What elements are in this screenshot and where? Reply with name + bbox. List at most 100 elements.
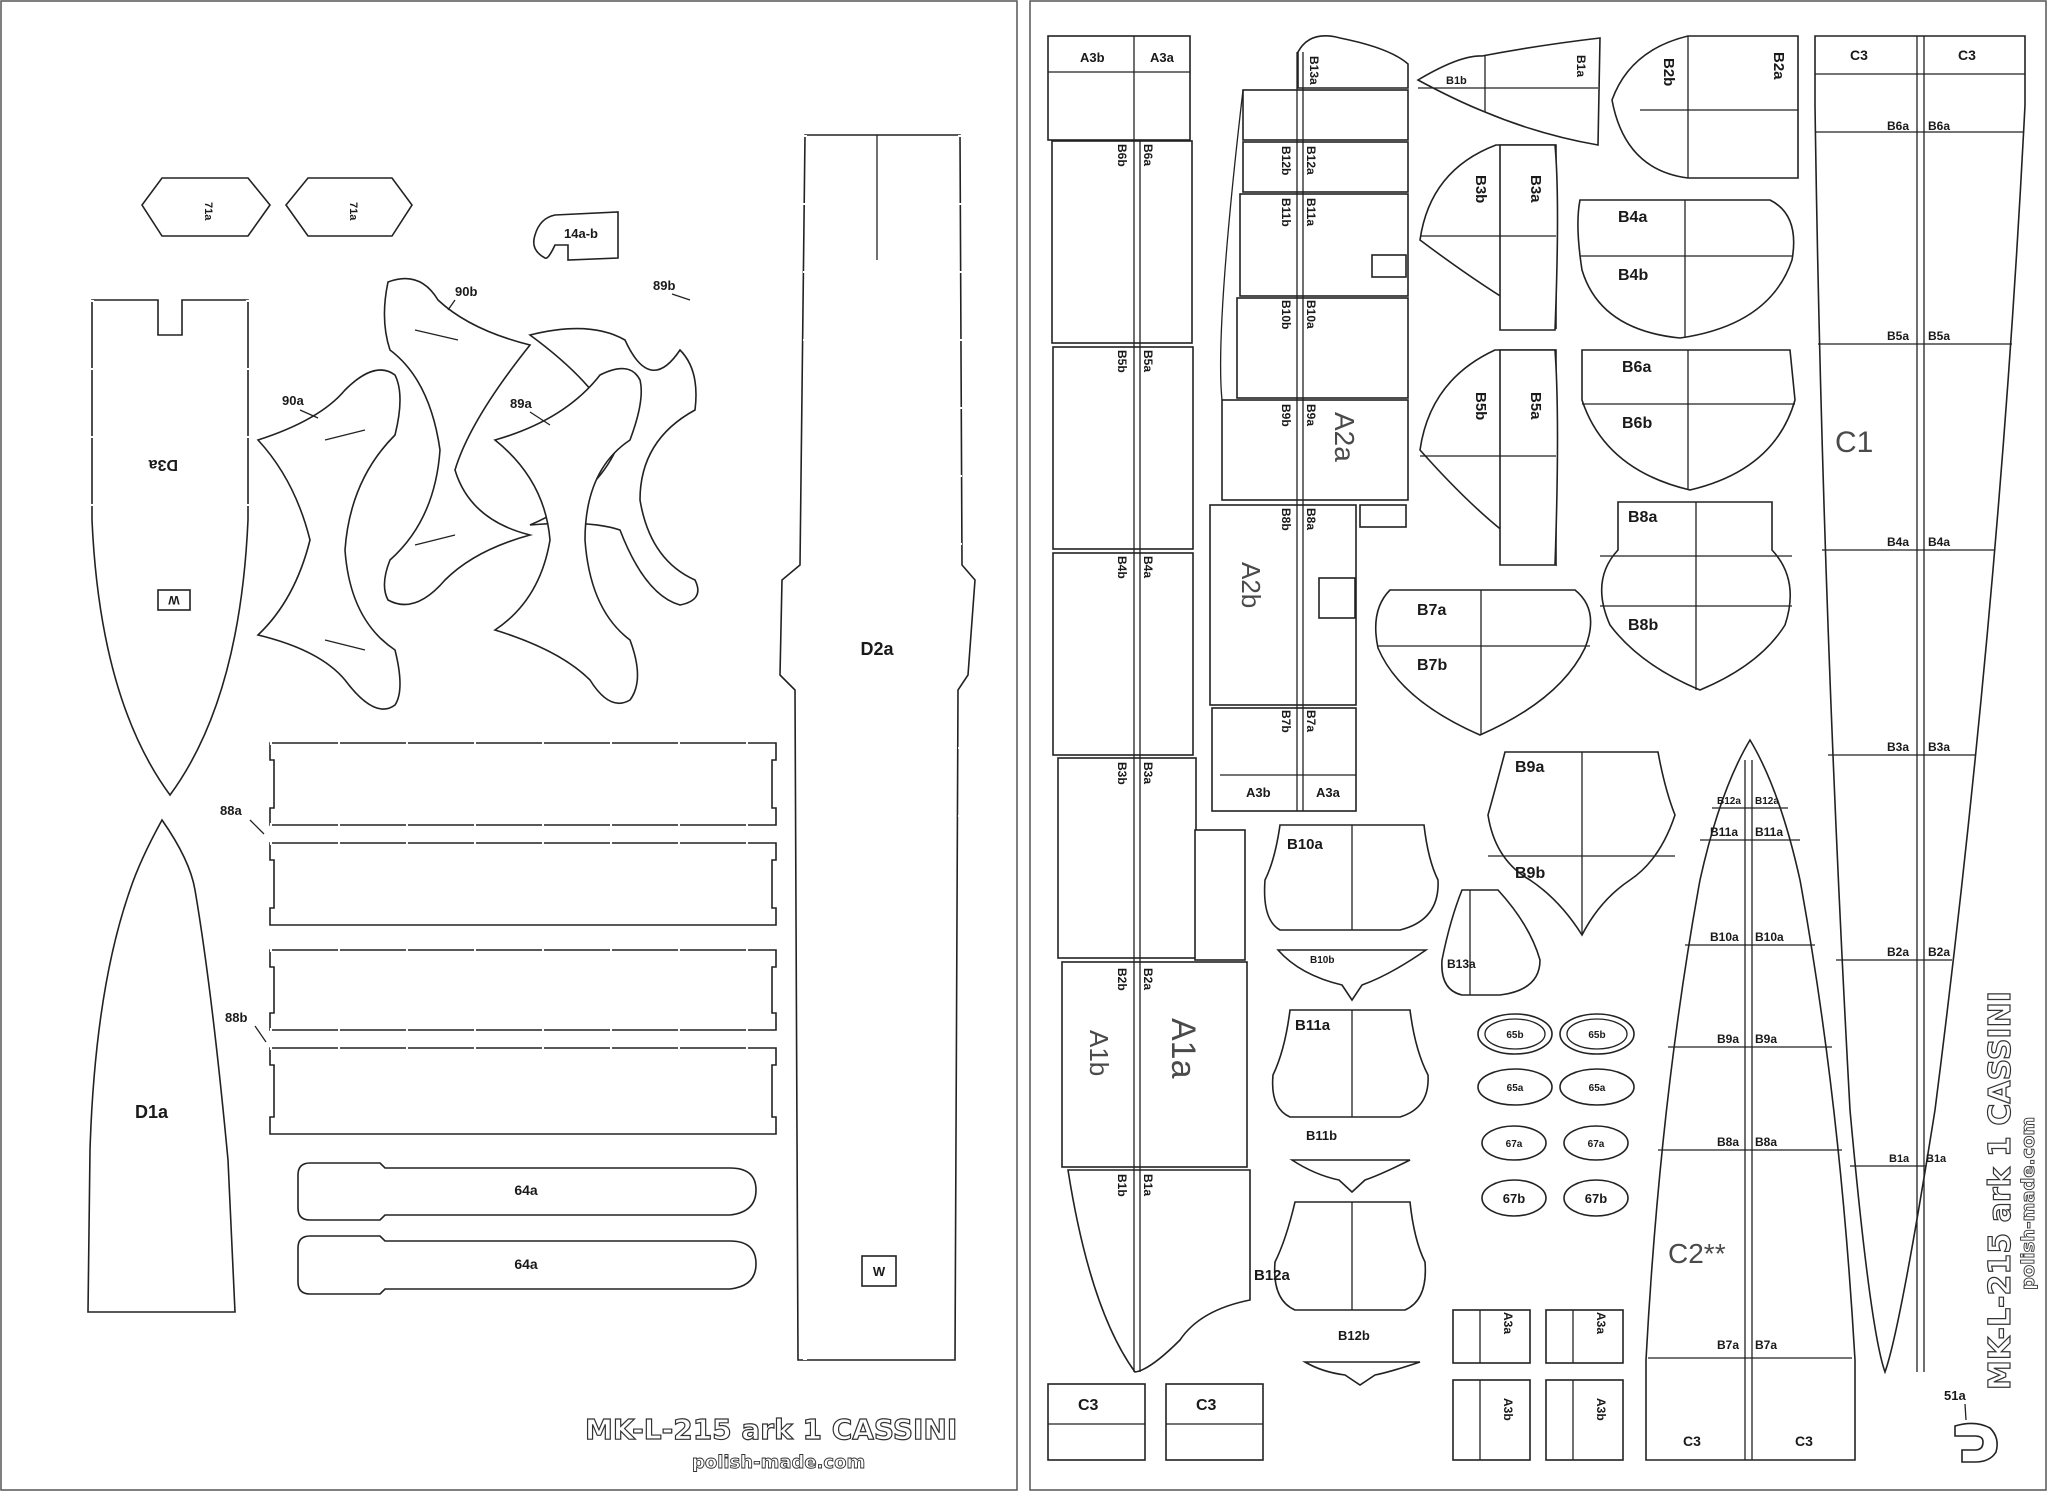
part-label: B3b [1115, 762, 1129, 785]
part-label: 64a [514, 1256, 538, 1272]
part-label: 67a [1506, 1139, 1523, 1150]
part-label: B12a [1254, 1267, 1291, 1284]
part-label: 71a [347, 202, 359, 221]
sheet-title: MK-L-215 ark 1 CASSINI [585, 1413, 957, 1446]
part-label: A3b [1080, 50, 1105, 65]
part-label: B1a [1574, 55, 1588, 77]
part-bulkhead-B2: B2b B2a [1611, 35, 1799, 179]
part-64a-1: 64a [297, 1162, 757, 1221]
part-label: B1b [1115, 1174, 1129, 1197]
sheet-title: MK-L-215 ark 1 CASSINI [1983, 991, 2018, 1390]
part-label: B11a [1304, 198, 1318, 226]
sheet-website: polish-made.com [692, 1452, 865, 1473]
part-label: B4b [1618, 267, 1648, 284]
part-label: B5b [1472, 392, 1489, 420]
part-label: B10a [1287, 836, 1324, 853]
part-label: B9a [1755, 1032, 1777, 1046]
part-label: C2** [1668, 1238, 1726, 1269]
part-label: B11a [1710, 825, 1738, 839]
part-label: B8a [1755, 1135, 1777, 1149]
part-label: B10a [1304, 300, 1318, 329]
part-bulkhead-B3: B3b B3a [1419, 144, 1559, 331]
part-label: B2b [1115, 968, 1129, 991]
part-label: A2a [1329, 412, 1360, 462]
part-bulkhead-B10: B10a B10b [1263, 824, 1439, 1002]
part-14a-b: 14a-b [532, 211, 619, 261]
part-bulkhead-B6: B6a B6b [1581, 349, 1796, 491]
part-label: B2b [1660, 58, 1677, 86]
part-label: B12a [1717, 796, 1741, 807]
part-label: B12a [1304, 146, 1318, 175]
part-label: B1a [1926, 1153, 1947, 1165]
part-label: B9a [1717, 1032, 1739, 1046]
part-label: B5a [1887, 329, 1909, 343]
part-label: B1b [1446, 75, 1467, 87]
part-90b: 90b [383, 277, 534, 606]
part-label: B9b [1515, 865, 1545, 882]
part-label: C3 [1196, 1397, 1217, 1414]
part-label: B7a [1755, 1338, 1777, 1352]
part-label: D1a [135, 1102, 169, 1122]
part-label: B1a [1141, 1174, 1155, 1196]
part-label: B9b [1279, 404, 1293, 427]
part-71a-2: 71a [284, 177, 413, 237]
part-label: 90a [282, 393, 304, 408]
part-label: B1a [1889, 1153, 1910, 1165]
part-label: B7a [1417, 602, 1446, 619]
column-panels-b-a2: B13a B12b B12a B11b B11a B10b B10a B9b B… [1209, 35, 1409, 812]
part-label: B6a [1928, 119, 1950, 133]
part-label: 67b [1503, 1191, 1525, 1206]
part-label: 65a [1507, 1083, 1524, 1094]
part-label: A3b [1501, 1398, 1515, 1421]
part-label: C3 [1850, 47, 1868, 63]
part-label: 88b [225, 1010, 247, 1025]
part-88a-panels: 88a [220, 742, 777, 926]
part-label: B7a [1304, 710, 1318, 732]
part-label: C1 [1835, 426, 1873, 459]
part-label: A2b [1236, 562, 1266, 608]
part-label: B6a [1141, 144, 1155, 166]
part-label: B6b [1115, 144, 1129, 167]
part-label: B7a [1717, 1338, 1739, 1352]
part-label: 51a [1944, 1388, 1966, 1403]
column-panels-a-b: A3b A3a B6b B6a B5b B5a B4b B4a B3b B3a … [1047, 35, 1264, 1461]
part-label: B5a [1527, 392, 1544, 420]
part-bulkhead-B9: B9a B9b [1487, 751, 1676, 937]
part-label: D2a [860, 639, 894, 659]
part-D2a: D2a W [779, 134, 976, 1361]
part-label: B5a [1141, 350, 1155, 372]
part-bulkhead-B4: B4a B4b [1577, 199, 1795, 339]
part-D3a: D3a W [91, 299, 249, 797]
part-label: C3 [1078, 1397, 1099, 1414]
part-64a-2: 64a [297, 1235, 757, 1295]
part-label: B10a [1755, 930, 1784, 944]
part-D1a: D1a [87, 818, 236, 1313]
part-label: 64a [514, 1182, 538, 1198]
part-label: B4a [1887, 535, 1909, 549]
part-label: A3b [1594, 1398, 1608, 1421]
part-label: C3 [1958, 47, 1976, 63]
part-label: 65b [1588, 1030, 1605, 1041]
part-label: B8a [1717, 1135, 1739, 1149]
part-label: A3b [1246, 785, 1271, 800]
part-label: B12a [1755, 796, 1779, 807]
part-bulkhead-B8: B8a B8b [1600, 501, 1792, 691]
part-label: B11a [1295, 1017, 1331, 1034]
part-label: B3a [1928, 740, 1950, 754]
part-label: B7b [1417, 657, 1447, 674]
part-C1: C3 C3 B6a B6a B5a B5a C1 B4a B4a B3a B3a… [1814, 35, 2026, 1375]
left-sheet: 71a 71a 14a-b D3a W 90b [87, 134, 976, 1473]
part-label: B2a [1770, 52, 1787, 80]
part-label: 14a-b [564, 226, 598, 241]
sheet-website: polish-made.com [2018, 1117, 2039, 1290]
part-label: B4a [1928, 535, 1950, 549]
part-label: B11b [1279, 198, 1293, 227]
part-label: B12b [1338, 1328, 1370, 1343]
part-label: B3a [1141, 762, 1155, 784]
part-label: B8b [1279, 508, 1293, 531]
part-B13a: B13a [1441, 889, 1541, 996]
part-label: B8a [1628, 509, 1657, 526]
part-label: B6b [1622, 415, 1652, 432]
part-label: B4a [1618, 209, 1647, 226]
